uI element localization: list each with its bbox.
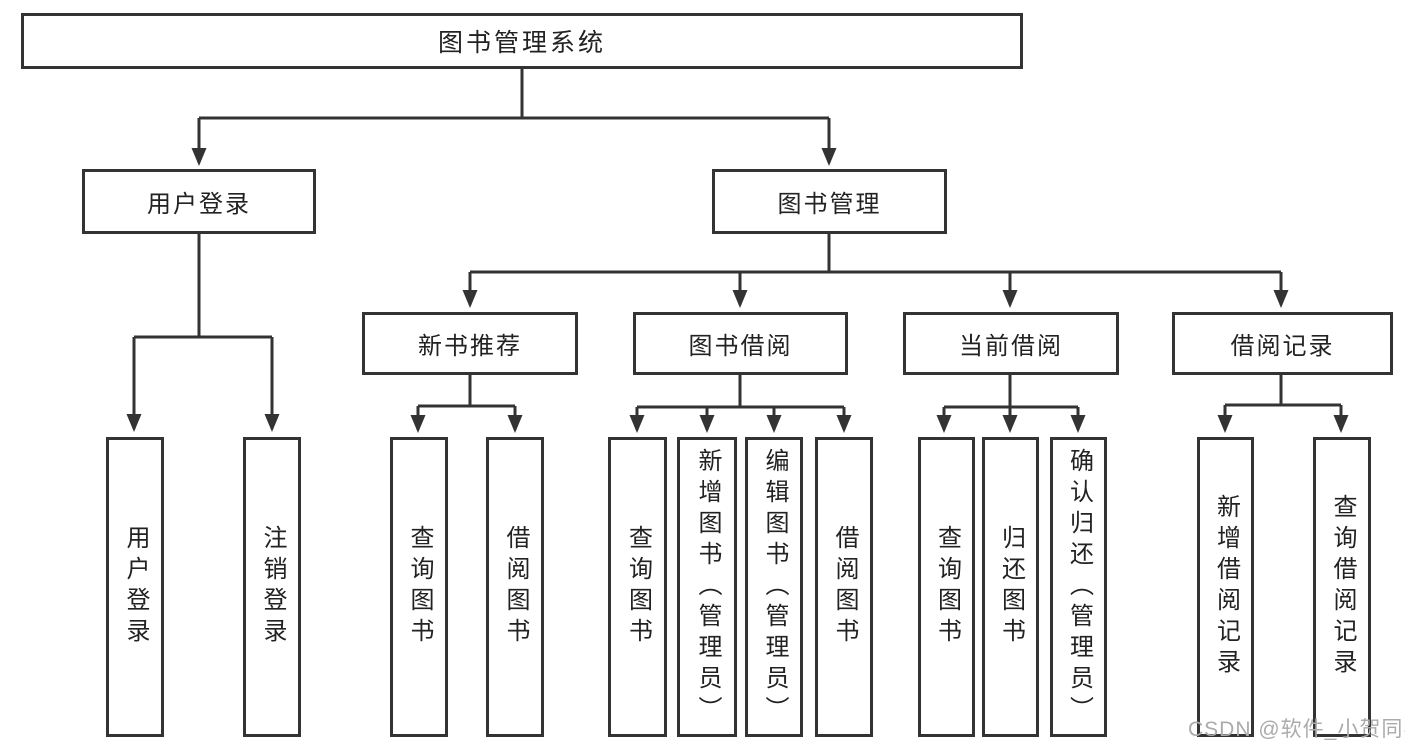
- connector-root-to-level2: [199, 67, 829, 120]
- leaf-current-return-books: 归还图书: [982, 437, 1039, 737]
- leaf-current-query-books-label: 查询图书: [933, 525, 961, 649]
- connector-bookmgmt-to-level3: [470, 234, 1281, 274]
- node-borrowing-records: 借阅记录: [1172, 312, 1393, 375]
- leaf-borrowing-edit-books-admin-label: 编辑图书（管理员）: [761, 447, 788, 727]
- node-user-login-label: 用户登录: [147, 191, 251, 218]
- leaf-records-add-record: 新增借阅记录: [1197, 437, 1254, 737]
- leaf-current-query-books: 查询图书: [918, 437, 975, 737]
- leaf-borrowing-add-books-admin-label: 新增图书（管理员）: [694, 447, 721, 727]
- leaf-current-return-books-label: 归还图书: [997, 525, 1025, 649]
- leaf-user-login-label: 用户登录: [122, 525, 149, 649]
- leaf-borrowing-borrow-books: 借阅图书: [815, 437, 873, 737]
- node-root-label: 图书管理系统: [437, 29, 606, 57]
- node-current-borrowing-label: 当前借阅: [959, 333, 1063, 360]
- node-book-management: 图书管理: [712, 169, 947, 234]
- node-root-library-system: 图书管理系统: [21, 13, 1023, 69]
- connector-newbooks-group: [418, 375, 515, 408]
- leaf-current-confirm-return-admin-label: 确认归还（管理员）: [1065, 447, 1093, 727]
- leaf-newbooks-query-books-label: 查询图书: [406, 525, 433, 649]
- node-user-login: 用户登录: [82, 169, 316, 234]
- leaf-records-query-record-label: 查询借阅记录: [1329, 494, 1356, 680]
- leaf-borrowing-query-books: 查询图书: [608, 437, 667, 737]
- leaf-borrowing-add-books-admin: 新增图书（管理员）: [677, 437, 737, 737]
- node-new-book-recommendation-label: 新书推荐: [418, 333, 522, 360]
- connector-borrowing-group: [637, 375, 844, 409]
- leaf-logout-label: 注销登录: [259, 525, 286, 649]
- node-book-management-label: 图书管理: [777, 191, 882, 218]
- leaf-current-confirm-return-admin: 确认归还（管理员）: [1050, 437, 1107, 737]
- node-new-book-recommendation: 新书推荐: [362, 312, 578, 375]
- csdn-watermark: CSDN @软件_小贺同学: [1188, 718, 1405, 741]
- leaf-borrowing-query-books-label: 查询图书: [624, 525, 652, 649]
- node-book-borrowing: 图书借阅: [633, 312, 848, 375]
- leaf-logout: 注销登录: [243, 437, 301, 737]
- leaf-newbooks-borrow-books: 借阅图书: [486, 437, 544, 737]
- connector-records-group: [1225, 375, 1341, 407]
- connector-current-group: [944, 375, 1078, 409]
- leaf-borrowing-borrow-books-label: 借阅图书: [831, 525, 858, 649]
- connector-userlogin-group: [134, 234, 272, 339]
- node-book-borrowing-label: 图书借阅: [688, 333, 793, 360]
- node-current-borrowing: 当前借阅: [903, 312, 1119, 375]
- leaf-user-login: 用户登录: [106, 437, 164, 737]
- leaf-records-add-record-label: 新增借阅记录: [1212, 494, 1240, 680]
- leaf-newbooks-query-books: 查询图书: [390, 437, 448, 737]
- leaf-newbooks-borrow-books-label: 借阅图书: [502, 525, 529, 649]
- leaf-records-query-record: 查询借阅记录: [1313, 437, 1371, 737]
- leaf-borrowing-edit-books-admin: 编辑图书（管理员）: [745, 437, 803, 737]
- node-borrowing-records-label: 借阅记录: [1230, 333, 1335, 360]
